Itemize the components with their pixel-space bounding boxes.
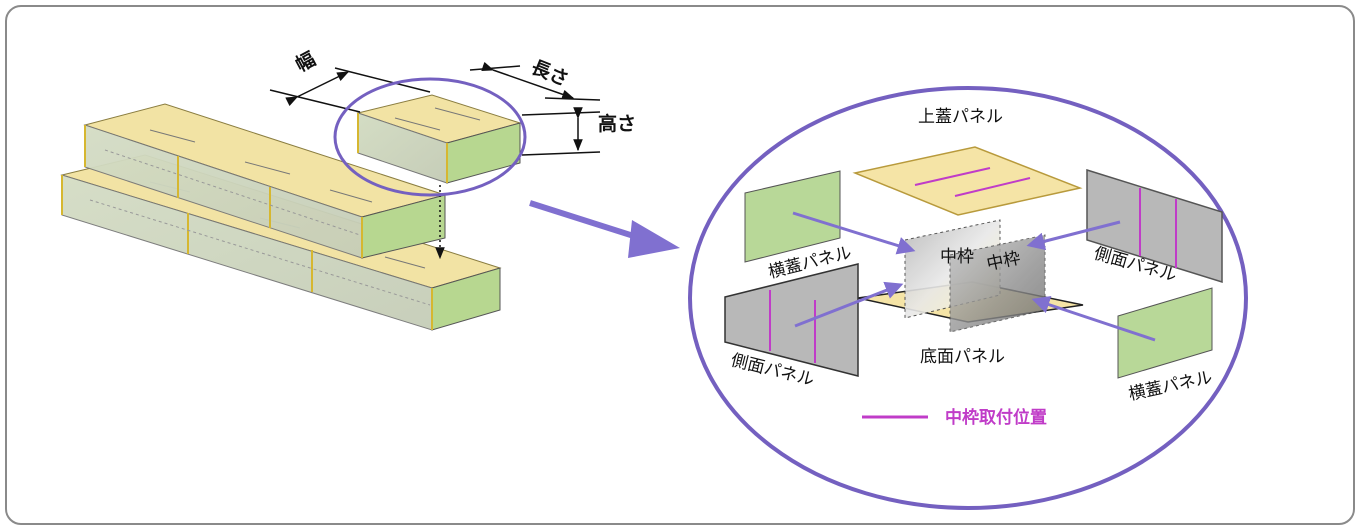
big-arrow	[529, 200, 680, 258]
inner-frames	[904, 219, 1046, 333]
inner-frame-label-1: 中枠	[940, 247, 974, 267]
width-label: 幅	[292, 47, 320, 76]
duct-stack	[60, 94, 522, 331]
duct-segment	[356, 94, 522, 184]
legend: 中枠取付位置	[862, 407, 1047, 428]
legend-label: 中枠取付位置	[945, 407, 1047, 428]
assembly-arrows	[792, 211, 1156, 342]
height-label: 高さ	[598, 112, 636, 135]
top-lid-panel	[852, 146, 1083, 216]
side-lid-left-panel	[744, 170, 841, 263]
side-panel-left	[724, 263, 859, 377]
top-lid-label: 上蓋パネル	[918, 107, 1003, 127]
dimension-lines	[269, 61, 601, 156]
length-label: 長さ	[528, 56, 571, 91]
bottom-label: 底面パネル	[920, 347, 1005, 367]
callout-ellipse	[333, 77, 527, 197]
duct-top-row	[83, 103, 447, 259]
side-lid-right-panel	[1117, 287, 1213, 379]
side-panel-right	[1086, 168, 1223, 284]
